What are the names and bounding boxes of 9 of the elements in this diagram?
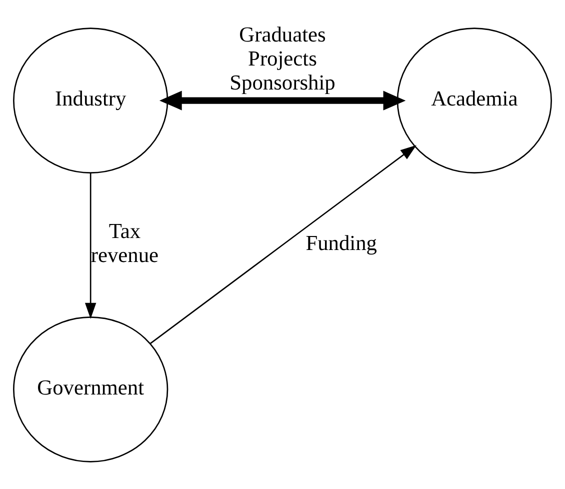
edge-label: Graduates Projects Sponsorship	[230, 22, 336, 94]
arrow	[159, 90, 406, 110]
node-circle: Academia	[396, 27, 552, 173]
edge-label: Funding	[306, 230, 377, 255]
node-circle: Industry	[13, 27, 168, 173]
arrow	[84, 172, 96, 318]
edge-label: Tax revenue	[90, 218, 159, 267]
node-circle: Government	[13, 316, 168, 462]
arrow	[150, 144, 416, 344]
